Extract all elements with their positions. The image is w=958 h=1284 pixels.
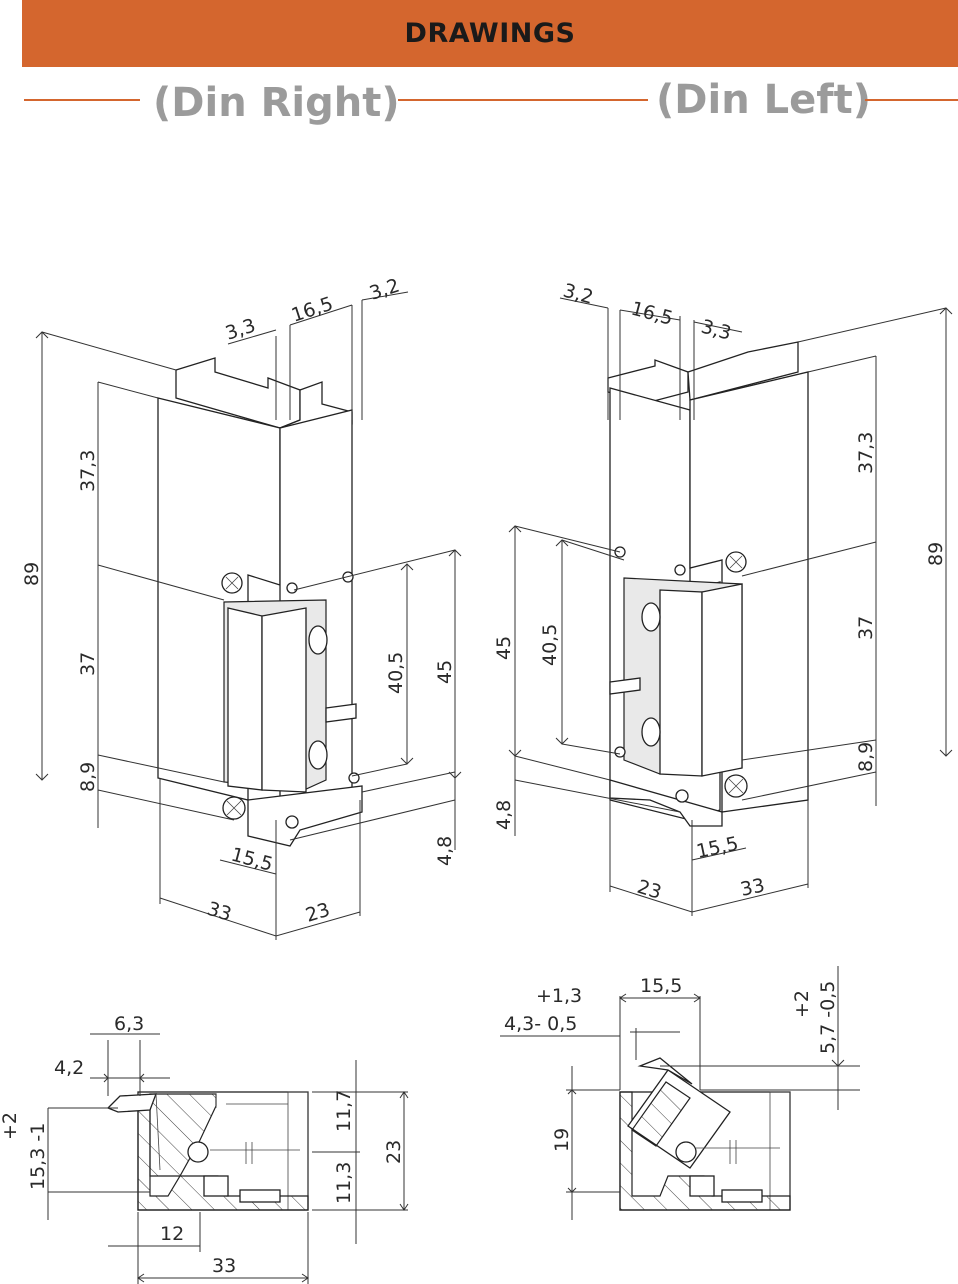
dim-tol-plus2: +2 (0, 1112, 21, 1140)
dim-3-3: 3,3 (699, 316, 734, 345)
section-left-drawing: +1,3 4,3- 0,5 15,5 +2 5,7 -0,5 19 (500, 966, 860, 1220)
dim-89: 89 (21, 562, 43, 586)
dim-11-7: 11,7 (333, 1090, 355, 1132)
dim-15-5: 15,5 (694, 833, 740, 863)
dim-12: 12 (160, 1223, 184, 1245)
dim-45: 45 (434, 660, 456, 684)
dim-tol-plus2: +2 (791, 990, 813, 1018)
din-left-label: (Din Left) (656, 77, 872, 123)
dim-89: 89 (925, 542, 947, 566)
dim-23: 23 (383, 1140, 405, 1164)
dim-15-3: 15,3 -1 (27, 1123, 49, 1190)
section-right-drawing: 6,3 4,2 +2 15,3 -1 11,7 11,3 23 12 33 (0, 1013, 409, 1284)
dim-11-3: 11,3 (333, 1162, 355, 1204)
dim-16-5: 16,5 (629, 298, 676, 330)
dim-16-5: 16,5 (289, 293, 336, 327)
dim-33: 33 (212, 1255, 236, 1277)
dim-4-8: 4,8 (434, 836, 456, 866)
dim-37-3: 37,3 (77, 450, 99, 492)
dim-45: 45 (493, 636, 515, 660)
dim-37: 37 (77, 652, 99, 676)
dim-37-3: 37,3 (855, 432, 877, 474)
dim-19: 19 (551, 1128, 573, 1152)
din-left-drawing: 3,2 16,5 3,3 37,3 89 37 8,9 45 40,5 4,8 … (493, 280, 953, 916)
header-title: DRAWINGS (404, 18, 576, 49)
dim-6-3: 6,3 (114, 1013, 144, 1035)
dim-4-3: 4,3- 0,5 (504, 1013, 577, 1035)
dim-3-3: 3,3 (223, 314, 259, 344)
dim-40-5: 40,5 (385, 652, 407, 694)
divider-line (865, 99, 958, 101)
dim-tol-plus1-3: +1,3 (536, 985, 582, 1007)
dim-4-2: 4,2 (54, 1057, 84, 1079)
din-right-drawing: 3,3 16,5 3,2 37,3 89 37 8,9 40,5 45 4,8 … (21, 274, 462, 940)
dim-23: 23 (635, 876, 665, 904)
din-right-label: (Din Right) (153, 80, 400, 126)
dim-3-2: 3,2 (561, 280, 596, 309)
divider-line (24, 99, 140, 101)
dim-15-5: 15,5 (229, 844, 276, 876)
header-bar: DRAWINGS (22, 0, 958, 67)
dim-8-9: 8,9 (77, 762, 99, 792)
dim-23: 23 (303, 899, 333, 927)
dim-33: 33 (205, 898, 235, 926)
dim-5-7: 5,7 -0,5 (817, 981, 839, 1054)
dim-8-9: 8,9 (855, 742, 877, 772)
dim-37: 37 (855, 616, 877, 640)
dim-15-5: 15,5 (640, 975, 682, 997)
dim-3-2: 3,2 (367, 274, 403, 304)
divider-line (398, 99, 648, 101)
dim-33: 33 (738, 874, 766, 901)
dim-4-8: 4,8 (493, 800, 515, 830)
dim-40-5: 40,5 (539, 624, 561, 666)
